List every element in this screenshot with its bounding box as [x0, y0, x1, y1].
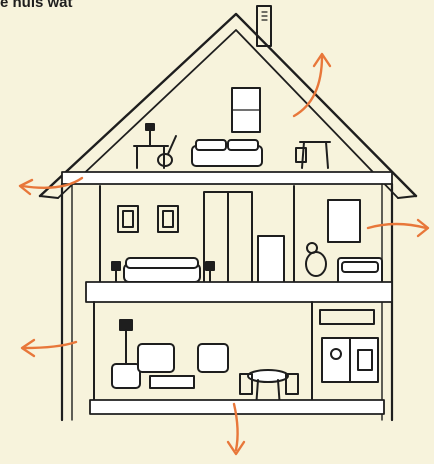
attic-room	[134, 88, 330, 168]
lamp-icon	[146, 124, 154, 146]
plant-icon	[306, 243, 326, 276]
middle-floor	[100, 186, 382, 296]
ground-floor	[94, 302, 378, 408]
sofa-icon	[124, 258, 200, 282]
heat-loss-arrow-icon	[294, 54, 330, 116]
guitar-icon	[158, 136, 176, 166]
sofa-icon	[192, 140, 262, 166]
floor-lamp-icon	[120, 320, 132, 368]
heat-loss-arrows	[20, 54, 428, 454]
roof	[40, 14, 416, 198]
chimney-icon	[257, 6, 271, 46]
heat-loss-arrow-icon	[368, 220, 428, 236]
table-icon	[296, 142, 330, 168]
kitchen-icon	[320, 310, 378, 382]
heat-loss-arrow-icon	[22, 340, 76, 356]
